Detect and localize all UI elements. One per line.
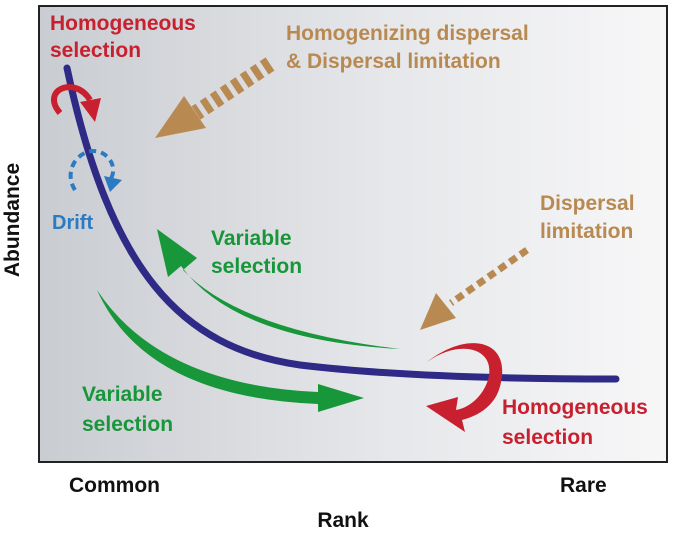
drift-arrowhead bbox=[104, 176, 122, 192]
homogeneous-selection-top-arrowhead bbox=[80, 98, 101, 122]
homogenizing-dispersal-arrowhead bbox=[155, 96, 206, 138]
plot-area bbox=[38, 5, 668, 463]
variable-selection-upper-arrow bbox=[157, 229, 400, 349]
homogenizing-dispersal-arrow-shaft bbox=[191, 57, 275, 120]
rank-abundance-curve bbox=[63, 64, 620, 383]
x-tick-common: Common bbox=[69, 474, 160, 497]
x-tick-rare: Rare bbox=[560, 474, 607, 497]
homogeneous-selection-bottom-loop bbox=[426, 343, 503, 432]
homogenizing-dispersal-label: Homogenizing dispersal & Dispersal limit… bbox=[286, 22, 535, 73]
homogeneous-selection-bottom-label: Homogeneous selection bbox=[502, 396, 654, 449]
dispersal-limitation-arrow-shaft bbox=[448, 247, 530, 306]
drift-label: Drift bbox=[52, 212, 93, 234]
homogeneous-selection-top-loop bbox=[51, 84, 93, 115]
drift-loop bbox=[68, 149, 116, 192]
y-axis-label: Abundance bbox=[1, 163, 24, 277]
homogeneous-selection-top-label: Homogeneous selection bbox=[50, 12, 202, 62]
x-axis-label: Rank bbox=[317, 509, 369, 532]
dispersal-limitation-label: Dispersal limitation bbox=[540, 192, 640, 243]
variable-selection-lower-arrow bbox=[97, 290, 364, 412]
dispersal-limitation-arrowhead bbox=[420, 293, 456, 330]
variable-selection-upper-label: Variable selection bbox=[211, 227, 302, 278]
variable-selection-lower-label: Variable selection bbox=[82, 383, 173, 436]
